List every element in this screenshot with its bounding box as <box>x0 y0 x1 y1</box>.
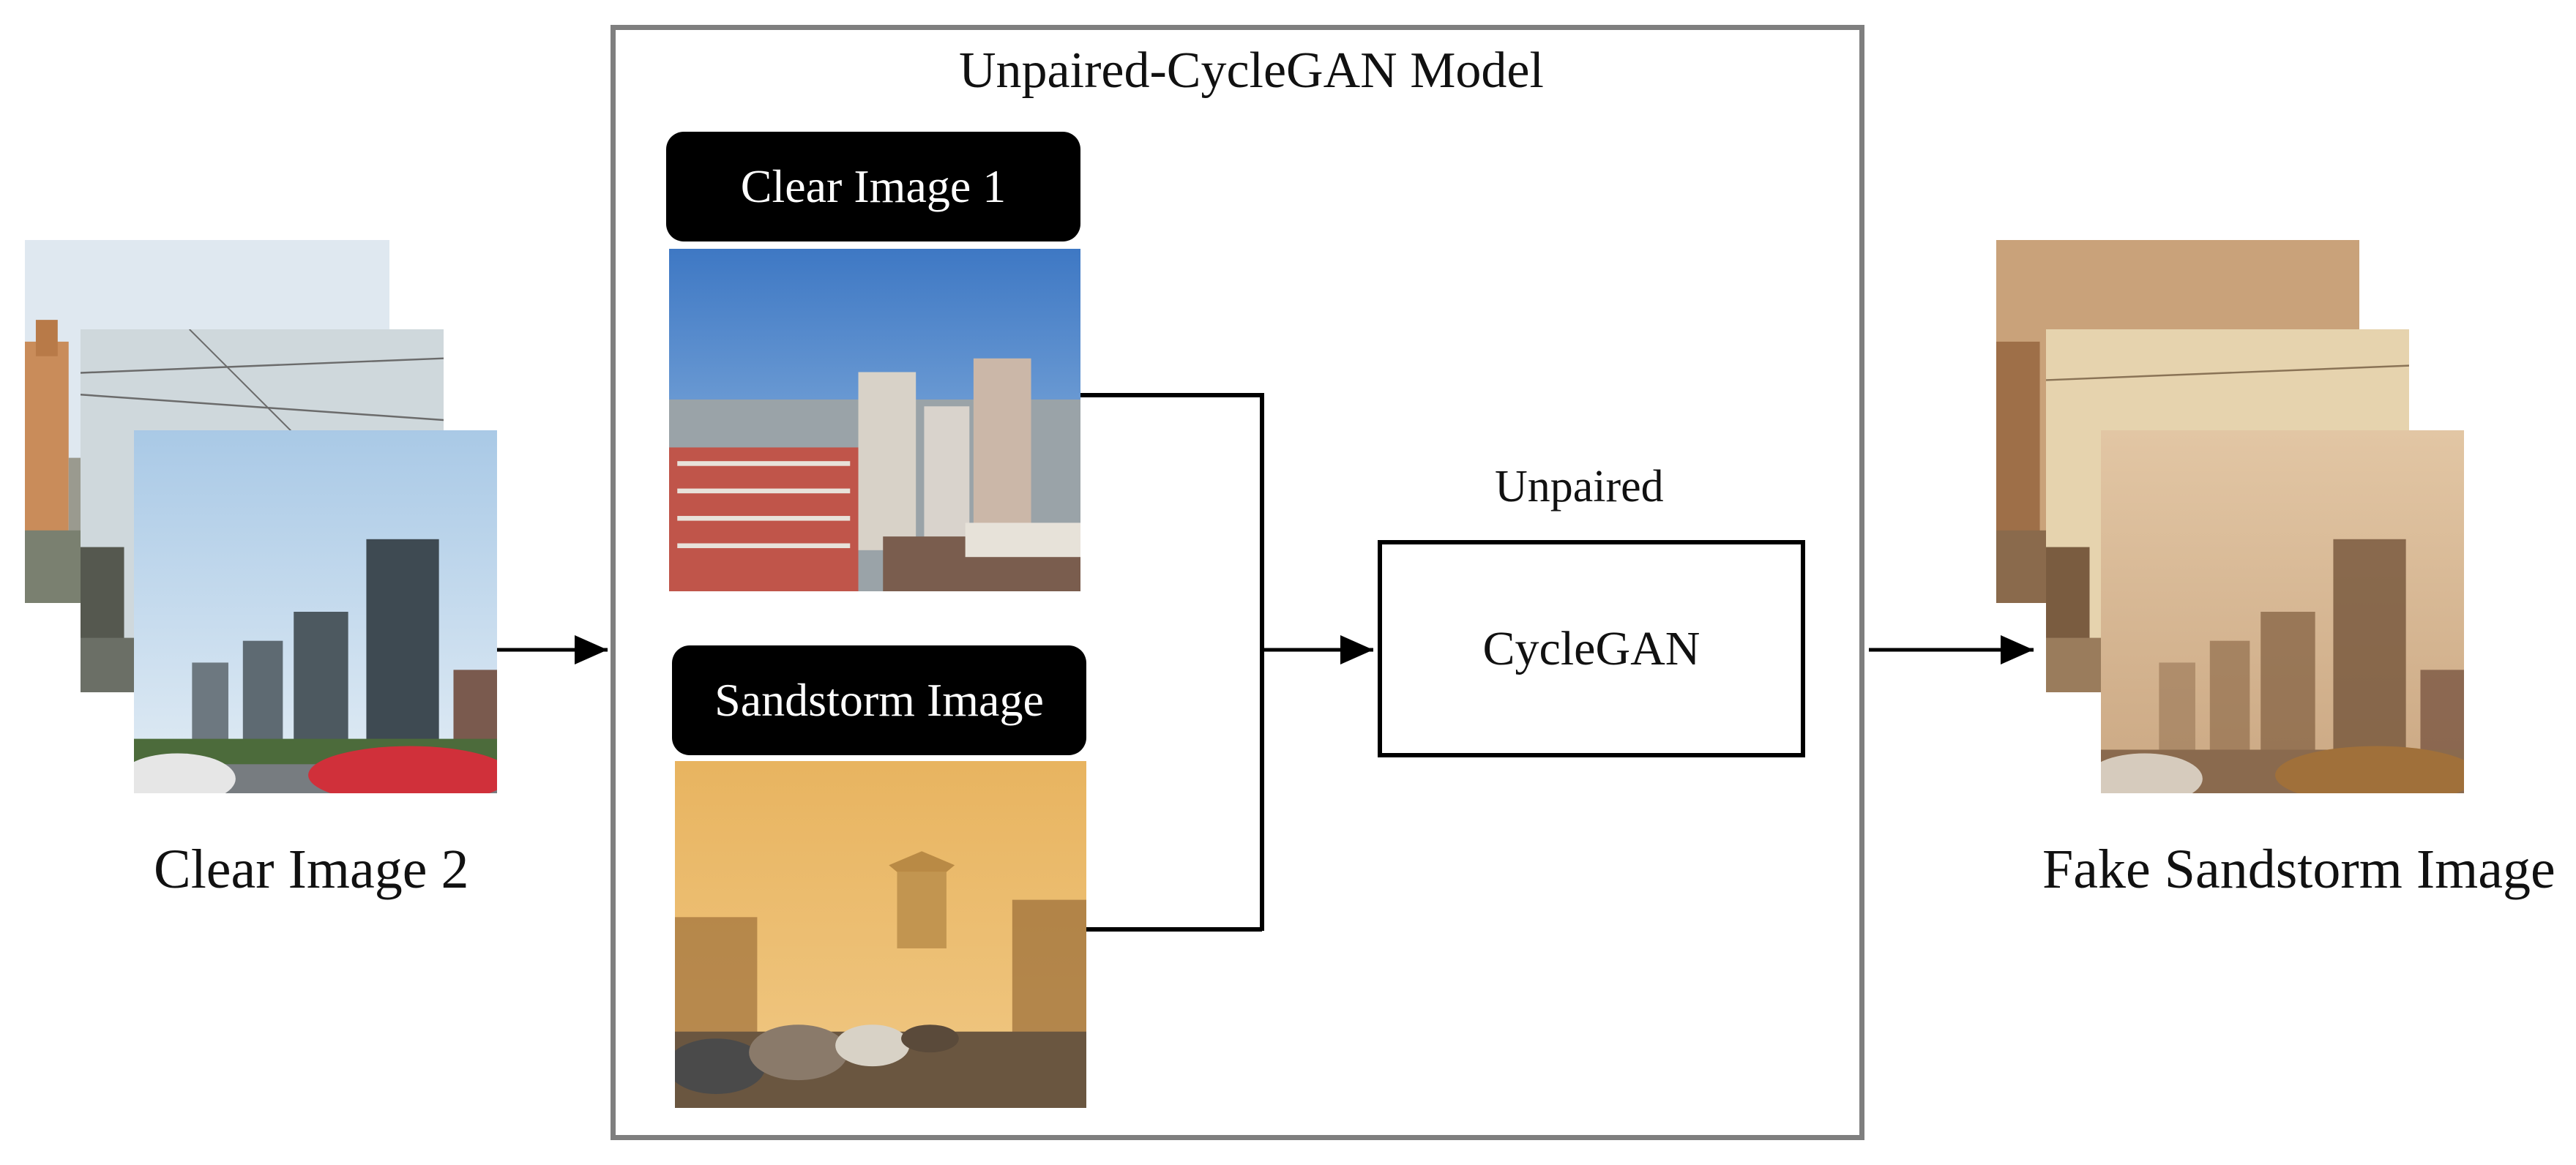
cyclegan-box: CycleGAN <box>1378 540 1805 757</box>
connector-clear-image-1 <box>1080 393 1264 931</box>
clear-image-1-tag: Clear Image 1 <box>666 132 1080 241</box>
clear-image-2-label: Clear Image 2 <box>154 839 469 900</box>
model-frame <box>611 25 1864 1140</box>
sandstorm-image-photo <box>675 761 1086 1108</box>
clear-image-stack-front <box>134 430 497 793</box>
fake-sandstorm-stack-front <box>2101 430 2464 793</box>
unpaired-label: Unpaired <box>1495 462 1664 512</box>
sandstorm-image-tag: Sandstorm Image <box>672 645 1086 755</box>
fake-sandstorm-image-label: Fake Sandstorm Image <box>2042 839 2556 900</box>
model-title: Unpaired-CycleGAN Model <box>959 42 1544 99</box>
clear-image-1-photo <box>669 249 1080 591</box>
cyclegan-box-label: CycleGAN <box>1482 621 1700 675</box>
